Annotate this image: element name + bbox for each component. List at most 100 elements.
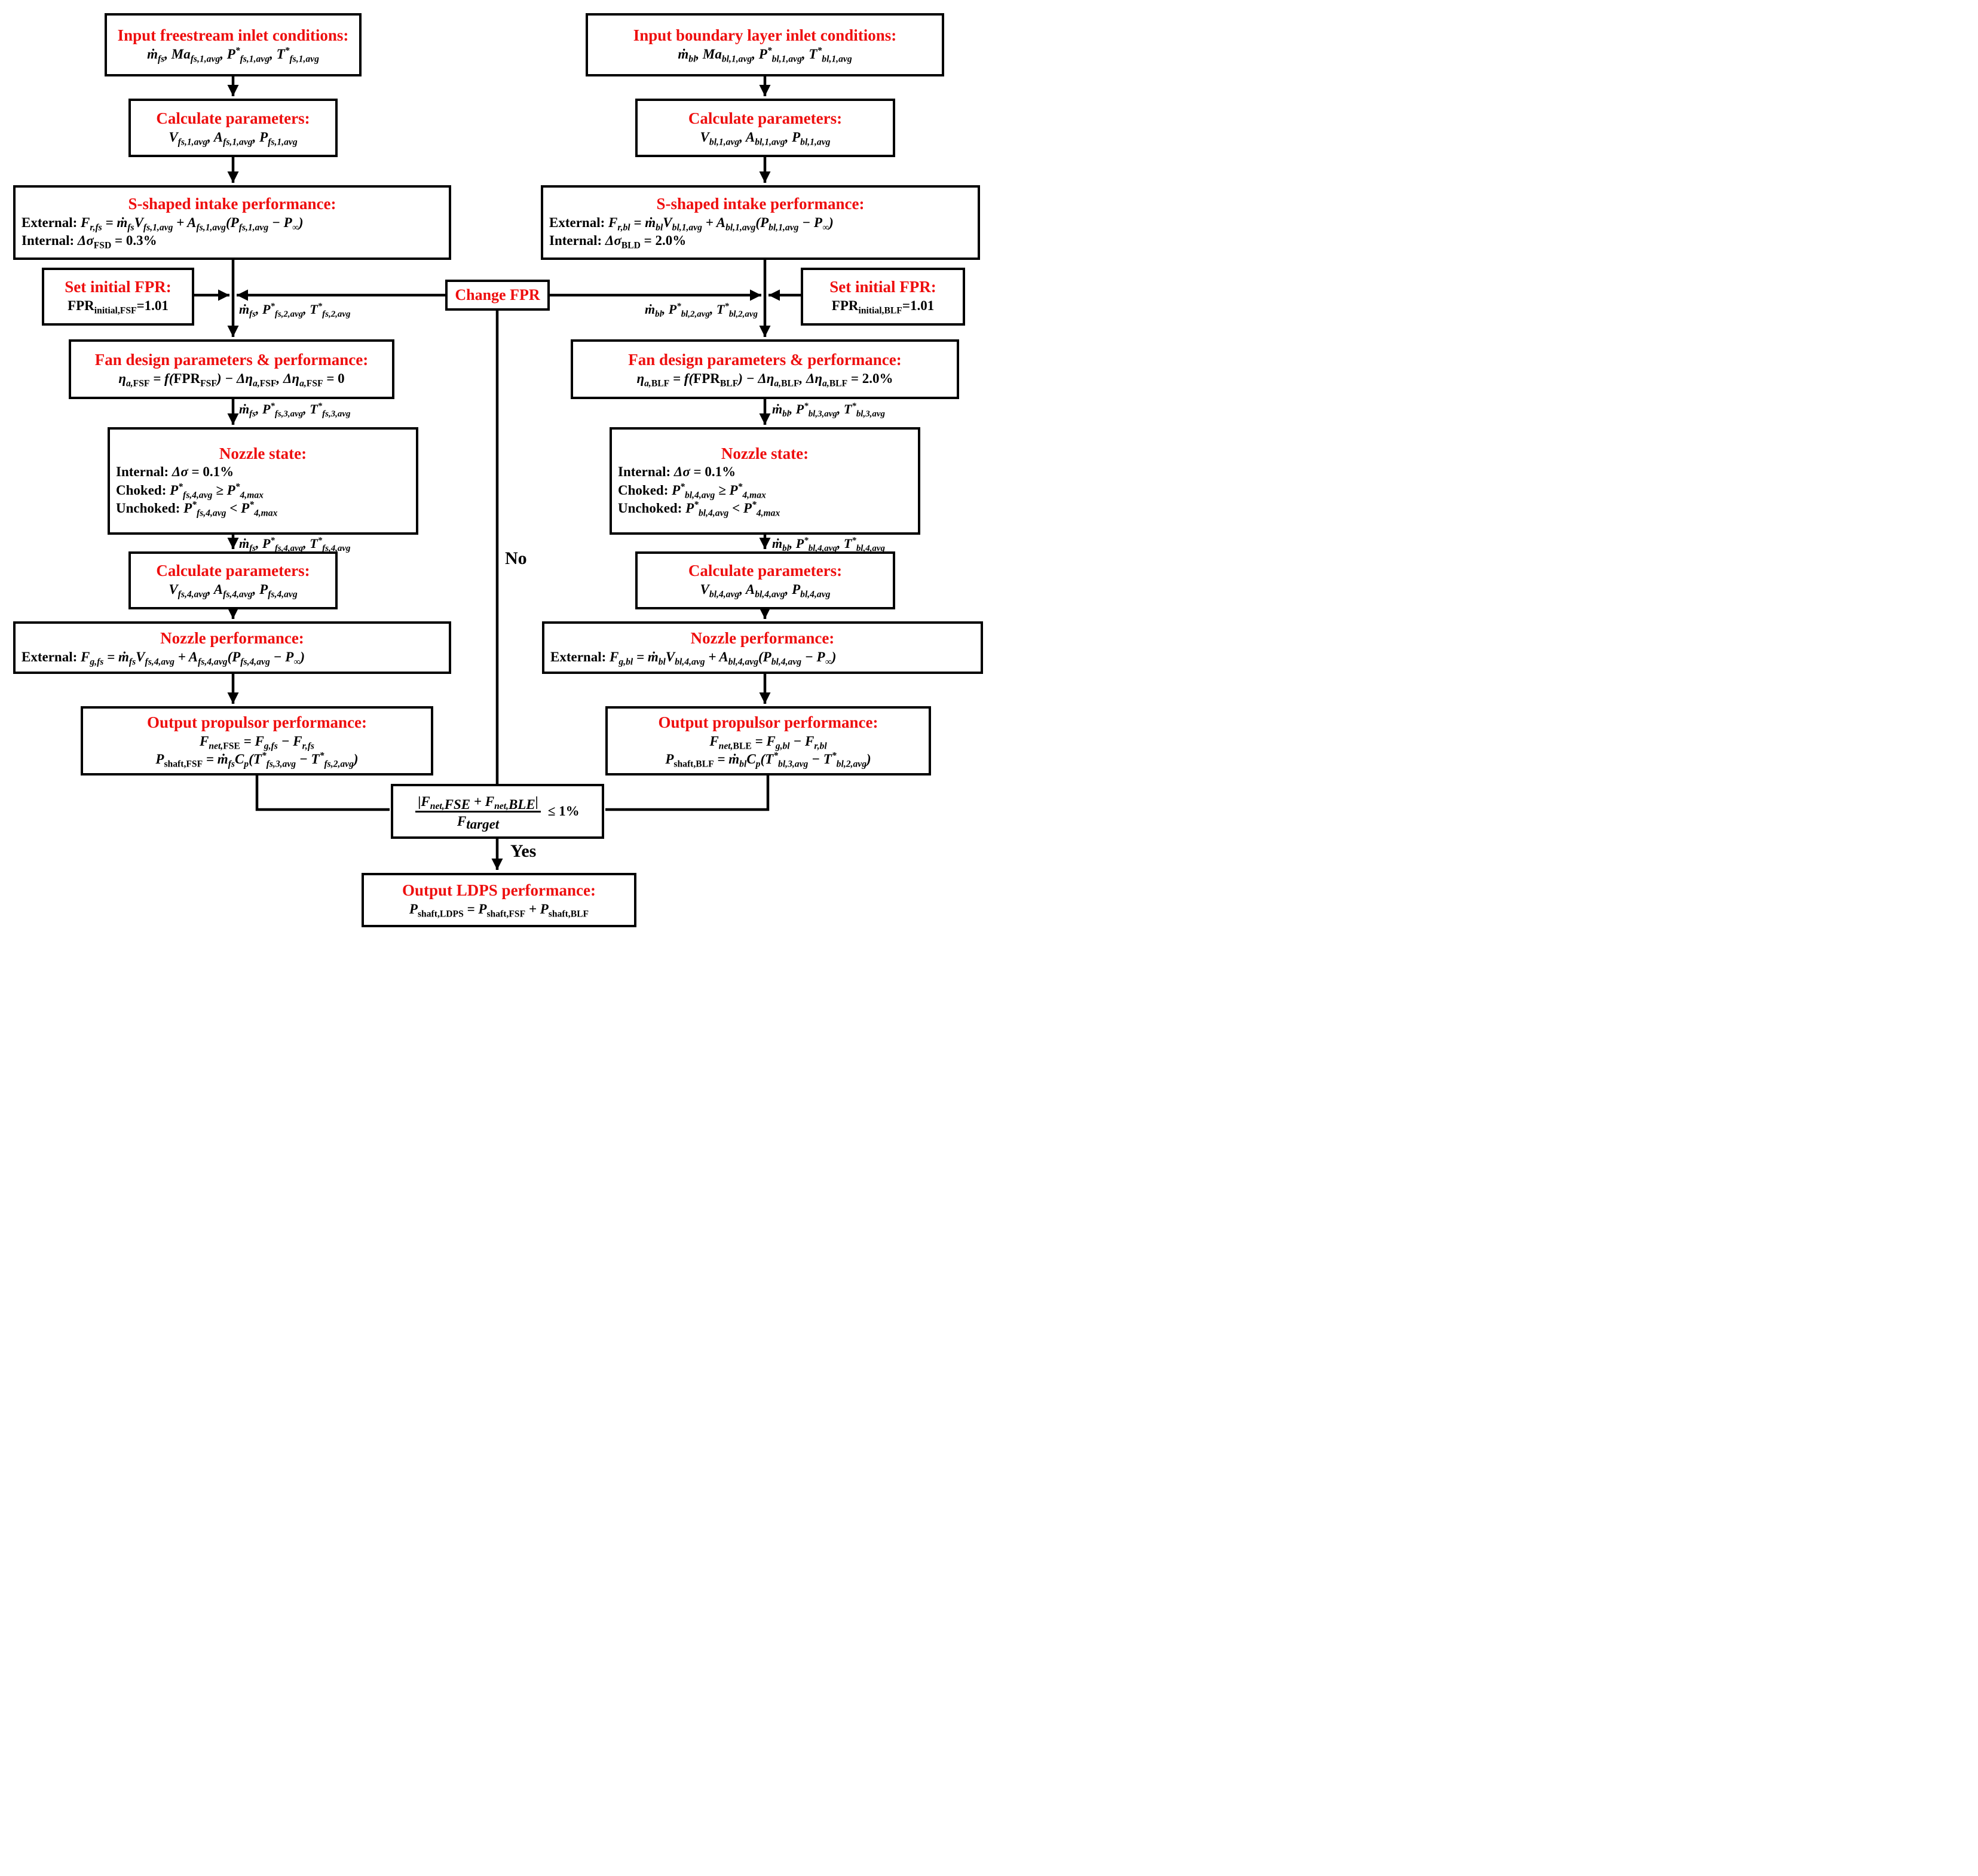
box-fs-input: Input freestream inlet conditions: ṁfs, … (105, 13, 362, 76)
formula-line: Unchoked: P*bl,4,avg < P*4,max (618, 499, 780, 519)
box-title: Nozzle performance: (690, 629, 835, 647)
box-fs-fan-design: Fan design parameters & performance: ηa,… (69, 339, 394, 399)
box-formulas: Vbl,1,avg, Abl,1,avg, Pbl,1,avg (644, 128, 887, 148)
formula-line: Vbl,1,avg, Abl,1,avg, Pbl,1,avg (700, 129, 831, 148)
box-formulas: Vfs,1,avg, Afs,1,avg, Pfs,1,avg (137, 128, 329, 148)
box-title: Calculate parameters: (156, 562, 310, 580)
box-title: Calculate parameters: (688, 109, 843, 127)
convergence-expression: |Fnet,FSE + Fnet,BLE| Ftarget ≤ 1% (399, 794, 596, 832)
box-bl-output-propulsor: Output propulsor performance: Fnet,BLE =… (605, 706, 931, 775)
formula-line: External: Fr,fs = ṁfsVfs,1,avg + Afs,1,a… (22, 215, 304, 233)
formula-line: External: Fg,bl = ṁblVbl,4,avg + Abl,4,a… (550, 649, 837, 667)
formula-line: Internal: Δσ = 0.1% (618, 464, 736, 480)
box-bl-calc-params-2: Calculate parameters: Vbl,4,avg, Abl,4,a… (635, 551, 895, 609)
box-title: Calculate parameters: (688, 562, 843, 580)
box-bl-intake-performance: S-shaped intake performance: External: F… (541, 185, 980, 260)
fraction-numerator: |Fnet,FSE + Fnet,BLE| (415, 794, 541, 813)
box-bl-calc-params-1: Calculate parameters: Vbl,1,avg, Abl,1,a… (635, 99, 895, 157)
formula-line: Pshaft,LDPS = Pshaft,FSF + Pshaft,BLF (409, 902, 589, 919)
formula-line: External: Fg,fs = ṁfsVfs,4,avg + Afs,4,a… (22, 649, 305, 667)
box-title: Nozzle state: (721, 444, 809, 462)
box-formulas: ηa,BLF = f(FPRBLF) − Δηa,BLF, Δηa,BLF = … (579, 370, 951, 388)
box-formulas: ṁbl, Mabl,1,avg, P*bl,1,avg, T*bl,1,avg (594, 45, 936, 65)
box-title: Fan design parameters & performance: (628, 350, 902, 369)
formula-line: Choked: P*fs,4,avg ≥ P*4,max (116, 482, 264, 501)
formula-line: Internal: ΔσFSD = 0.3% (22, 233, 157, 251)
box-title: Change FPR (455, 286, 540, 304)
formula-line: FPRinitial,FSF=1.01 (68, 298, 169, 316)
formula-line: Pshaft,FSF = ṁfsCp(T*fs,3,avg − T*fs,2,a… (155, 750, 359, 770)
no-branch-label: No (505, 548, 527, 568)
box-formulas: Vfs,4,avg, Afs,4,avg, Pfs,4,avg (137, 581, 329, 599)
box-fs-calc-params-1: Calculate parameters: Vfs,1,avg, Afs,1,a… (128, 99, 338, 157)
formula-line: Fnet,FSE = Fg,fs − Fr,fs (199, 733, 315, 752)
formula-line: Internal: ΔσBLD = 2.0% (549, 233, 687, 251)
box-formulas: External: Fg,fs = ṁfsVfs,4,avg + Afs,4,a… (22, 648, 443, 667)
formula-line: Choked: P*bl,4,avg ≥ P*4,max (618, 482, 766, 501)
box-title: Set initial FPR: (65, 278, 172, 296)
formula-line: Unchoked: P*fs,4,avg < P*4,max (116, 499, 278, 519)
flow-label-fs-station4: ṁfs, P*fs,4,avg, T*fs,4,avg (239, 535, 351, 554)
formula-line: Pshaft,BLF = ṁblCp(T*bl,3,avg − T*bl,2,a… (665, 750, 871, 770)
box-bl-set-initial-fpr: Set initial FPR: FPRinitial,BLF=1.01 (801, 268, 965, 326)
fraction-denominator: Ftarget (457, 813, 500, 832)
formula-line: Vbl,4,avg, Abl,4,avg, Pbl,4,avg (700, 582, 831, 600)
fraction: |Fnet,FSE + Fnet,BLE| Ftarget (415, 794, 541, 832)
condition: ≤ 1% (547, 804, 580, 819)
box-formulas: FPRinitial,FSF=1.01 (50, 297, 186, 315)
box-formulas: External: Fg,bl = ṁblVbl,4,avg + Abl,4,a… (550, 648, 975, 667)
flow-label-bl-station4: ṁbl, P*bl,4,avg, T*bl,4,avg (772, 535, 886, 554)
box-formulas: ηa,FSF = f(FPRFSF) − Δηa,FSF, Δηa,FSF = … (77, 370, 386, 388)
box-change-fpr: Change FPR (445, 280, 550, 311)
box-formulas: Internal: Δσ = 0.1% Choked: P*fs,4,avg ≥ … (116, 463, 410, 519)
box-fs-output-propulsor: Output propulsor performance: Fnet,FSE =… (81, 706, 433, 775)
box-title: Calculate parameters: (156, 109, 310, 127)
box-title: Output propulsor performance: (146, 713, 367, 731)
formula-line: External: Fr,bl = ṁblVbl,1,avg + Abl,1,a… (549, 215, 834, 233)
box-title: Fan design parameters & performance: (94, 350, 369, 369)
ldps-design-flowchart: Input freestream inlet conditions: ṁfs, … (0, 0, 989, 938)
box-bl-fan-design: Fan design parameters & performance: ηa,… (571, 339, 959, 399)
flow-label-bl-station2: ṁbl, P*bl,2,avg, T*bl,2,avg (644, 301, 758, 320)
connector-lines (194, 76, 801, 870)
box-title: Output LDPS performance: (402, 881, 596, 900)
formula-line: Fnet,BLE = Fg,bl − Fr,bl (709, 733, 827, 752)
box-title: Nozzle performance: (160, 629, 304, 647)
flow-label-bl-station3: ṁbl, P*bl,3,avg, T*bl,3,avg (772, 401, 886, 419)
wire-fs-output-check (255, 775, 390, 811)
box-output-ldps: Output LDPS performance: Pshaft,LDPS = P… (362, 873, 636, 927)
yes-branch-label: Yes (510, 841, 537, 861)
wire-bl-output-check (605, 775, 770, 811)
formula-line: ṁbl, Mabl,1,avg, P*bl,1,avg, T*bl,1,avg (678, 45, 852, 65)
box-title: Set initial FPR: (829, 278, 936, 296)
box-formulas: ṁfs, Mafs,1,avg, P*fs,1,avg, T*fs,1,avg (113, 45, 353, 65)
box-formulas: External: Fr,fs = ṁfsVfs,1,avg + Afs,1,a… (22, 214, 443, 250)
box-formulas: FPRinitial,BLF=1.01 (809, 297, 957, 315)
formula-line: ηa,BLF = f(FPRBLF) − Δηa,BLF, Δηa,BLF = … (636, 370, 893, 389)
box-fs-calc-params-2: Calculate parameters: Vfs,4,avg, Afs,4,a… (128, 551, 338, 609)
flow-label-fs-station2: ṁfs, P*fs,2,avg, T*fs,2,avg (239, 301, 351, 320)
box-title: Output propulsor performance: (658, 713, 878, 731)
box-bl-nozzle-state: Nozzle state: Internal: Δσ = 0.1% Choked:… (610, 427, 920, 535)
formula-line: FPRinitial,BLF=1.01 (831, 298, 935, 316)
box-title: S-shaped intake performance: (128, 195, 336, 213)
formula-line: Vfs,1,avg, Afs,1,avg, Pfs,1,avg (169, 129, 298, 148)
box-fs-nozzle-performance: Nozzle performance: External: Fg,fs = ṁf… (13, 621, 451, 674)
box-title: S-shaped intake performance: (656, 195, 865, 213)
formula-line: Internal: Δσ = 0.1% (116, 464, 234, 480)
formula-line: ṁfs, Mafs,1,avg, P*fs,1,avg, T*fs,1,avg (147, 45, 319, 65)
box-formulas: Pshaft,LDPS = Pshaft,FSF + Pshaft,BLF (370, 900, 628, 919)
box-title: Input freestream inlet conditions: (117, 26, 349, 44)
flow-label-fs-station3: ṁfs, P*fs,3,avg, T*fs,3,avg (239, 401, 351, 419)
box-formulas: Vbl,4,avg, Abl,4,avg, Pbl,4,avg (644, 581, 887, 599)
box-fs-intake-performance: S-shaped intake performance: External: F… (13, 185, 451, 260)
box-title: Input boundary layer inlet conditions: (633, 26, 897, 44)
box-formulas: Internal: Δσ = 0.1% Choked: P*bl,4,avg ≥ … (618, 463, 912, 519)
box-bl-input: Input boundary layer inlet conditions: ṁ… (586, 13, 944, 76)
formula-line: Vfs,4,avg, Afs,4,avg, Pfs,4,avg (169, 582, 298, 600)
box-formulas: External: Fr,bl = ṁblVbl,1,avg + Abl,1,a… (549, 214, 972, 250)
box-title: Nozzle state: (219, 444, 307, 462)
box-convergence-check: |Fnet,FSE + Fnet,BLE| Ftarget ≤ 1% (391, 784, 604, 839)
